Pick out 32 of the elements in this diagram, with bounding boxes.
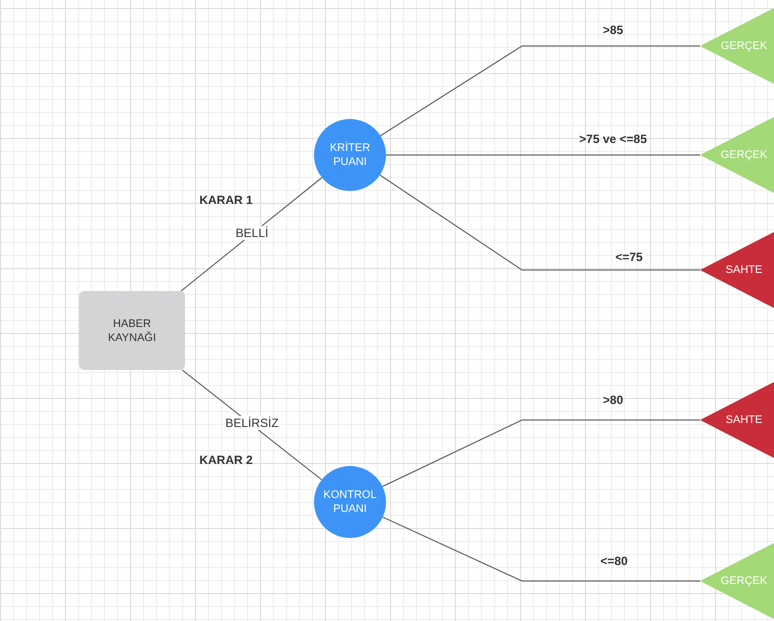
edge-label: >85 bbox=[602, 23, 624, 37]
decision-circle bbox=[314, 119, 386, 191]
outcome-triangle bbox=[700, 382, 774, 458]
outcome-triangle bbox=[700, 543, 774, 619]
connector-line bbox=[182, 370, 322, 480]
edge-label: BELİRSİZ bbox=[223, 416, 281, 430]
connector-line bbox=[180, 177, 322, 292]
node-text: GERÇEK bbox=[720, 148, 768, 162]
decision-circle bbox=[314, 466, 386, 538]
connector-line bbox=[382, 516, 700, 582]
connector-line bbox=[379, 174, 700, 270]
node-text: KONTROL PUANI bbox=[322, 488, 378, 516]
node-text: GERÇEK bbox=[720, 39, 768, 53]
decision-label: KARAR 2 bbox=[199, 453, 253, 467]
connector-line bbox=[382, 420, 700, 487]
node-text: SAHTE bbox=[726, 413, 762, 427]
edge-label: >75 ve <=85 bbox=[579, 132, 647, 146]
connector-line bbox=[380, 46, 700, 136]
node-text: SAHTE bbox=[726, 263, 762, 277]
node-text: KRİTER PUANI bbox=[328, 141, 372, 169]
decision-label: KARAR 1 bbox=[199, 193, 253, 207]
outcome-triangle bbox=[700, 8, 774, 84]
outcome-triangle bbox=[700, 117, 774, 193]
edge-label: <=75 bbox=[615, 250, 643, 264]
connector-line bbox=[386, 154, 700, 156]
edge-label: >80 bbox=[602, 393, 624, 407]
edge-label: BELLİ bbox=[234, 226, 270, 240]
node-text: HABER KAYNAĞI bbox=[106, 316, 158, 344]
node-text: GERÇEK bbox=[720, 574, 768, 588]
edge-label: <=80 bbox=[600, 554, 628, 568]
process-box bbox=[79, 291, 185, 370]
outcome-triangle bbox=[700, 232, 774, 308]
